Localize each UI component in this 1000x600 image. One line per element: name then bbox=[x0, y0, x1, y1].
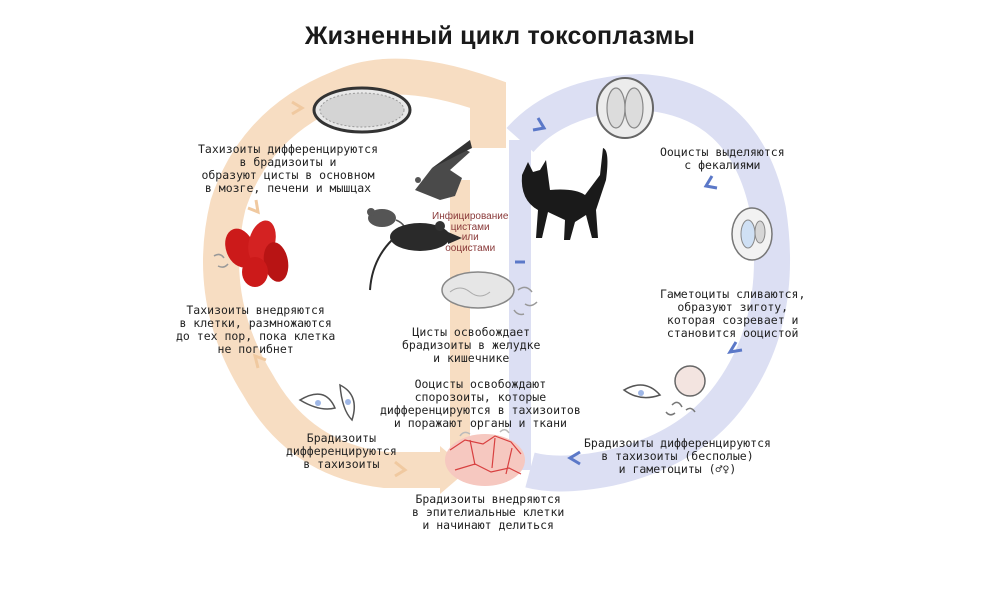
tissue-cyst-icon bbox=[312, 86, 412, 134]
label-brady-to-tachy: Брадизоиты дифференцируются в тахизоиты bbox=[286, 431, 397, 471]
sporulated-oocyst-icon bbox=[731, 207, 773, 261]
zygote-icon bbox=[622, 365, 706, 416]
label-gametocytes-fuse: Гаметоциты сливаются, образуют зиготу, к… bbox=[660, 287, 806, 340]
label-oocysts-release: Ооцисты освобождают спорозоиты, которые … bbox=[380, 377, 581, 430]
rat-icon bbox=[369, 221, 462, 291]
label-oocysts-feces: Ооцисты выделяются с фекалиями bbox=[660, 145, 785, 172]
oocyst-icon bbox=[596, 77, 654, 139]
cat-icon bbox=[521, 148, 608, 240]
label-cysts-release: Цисты освобождает брадизоиты в желудке и… bbox=[402, 325, 541, 365]
page-title: Жизненный цикл токсоплазмы bbox=[304, 22, 696, 50]
epithelial-cells-icon bbox=[445, 429, 525, 486]
label-brady-invade: Брадизоиты внедряются в эпителиальные кл… bbox=[412, 492, 565, 532]
label-tachy-to-brady: Тахизоиты дифференцируются в брадизоиты … bbox=[198, 142, 379, 195]
red-blood-cells-icon bbox=[213, 220, 289, 287]
label-infection: Инфицирование цистами или ооцистами bbox=[432, 211, 509, 254]
cyst-release-icon bbox=[441, 271, 538, 316]
tachyzoite-icon bbox=[298, 383, 355, 422]
label-tachy-invade: Тахизоиты внедряются в клетки, размножаю… bbox=[176, 303, 336, 356]
label-brady-to-gameto: Брадизоиты дифференцируются в тахизоиты … bbox=[584, 436, 771, 476]
bird-icon bbox=[415, 140, 472, 200]
